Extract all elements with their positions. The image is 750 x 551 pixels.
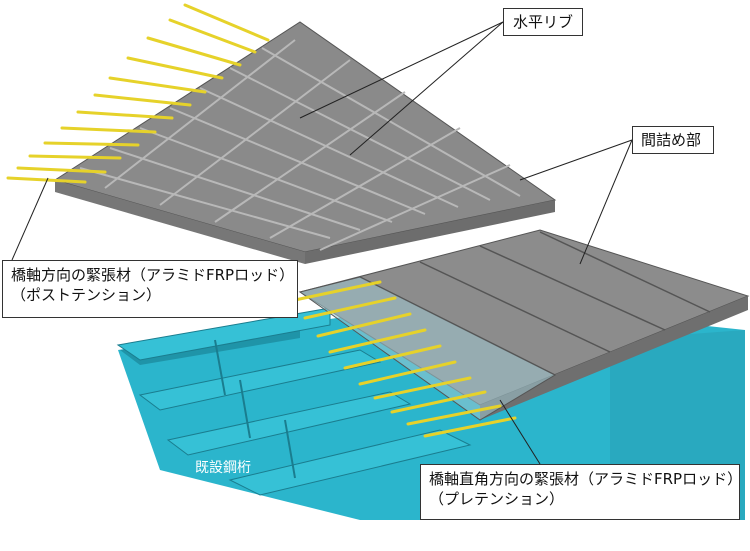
transverse-rod <box>373 376 472 400</box>
label-longitudinal-tendon: 橋軸方向の緊張材（アラミドFRPロッド） （ポストテンション） <box>2 260 298 318</box>
longitudinal-rod <box>43 141 140 147</box>
girder-stiffener <box>239 379 251 439</box>
longitudinal-rod <box>183 3 270 42</box>
label-transverse-tendon: 橋軸直角方向の緊張材（アラミドFRPロッド） （プレテンション） <box>420 464 743 520</box>
transverse-rod <box>358 360 457 386</box>
longitudinal-rod <box>146 36 242 67</box>
rib <box>229 67 491 201</box>
label-text-line2: （ポストテンション） <box>11 286 162 304</box>
longitudinal-rod <box>16 166 107 174</box>
rib-grid <box>79 39 521 251</box>
deck-panel-front-edge <box>480 296 748 420</box>
longitudinal-rod <box>28 154 122 160</box>
leader-transverse <box>499 399 541 465</box>
girder-3 <box>166 391 412 456</box>
rib <box>269 127 461 239</box>
longitudinal-rod <box>108 76 207 94</box>
girder-4 <box>228 429 472 496</box>
rib <box>159 59 351 206</box>
longitudinal-rod <box>6 176 87 184</box>
panel-joint <box>419 261 611 353</box>
label-text: 間詰め部 <box>641 131 702 149</box>
upper-panel-side <box>55 180 305 264</box>
rib <box>109 147 361 231</box>
rib <box>169 107 426 215</box>
label-horizontal-rib: 水平リブ <box>503 8 583 36</box>
transverse-rod <box>316 312 412 338</box>
girder-stiffener <box>284 419 296 479</box>
label-text-line1: 橋軸方向の緊張材（アラミドFRPロッド） <box>11 266 295 284</box>
leader-longitudinal <box>11 177 49 261</box>
leader-joint-lower <box>579 139 633 265</box>
girder-stiffener <box>214 339 226 396</box>
rib <box>104 39 296 189</box>
rib <box>214 91 406 223</box>
leader-rib-2 <box>349 21 504 156</box>
leader-rib-1 <box>299 21 504 119</box>
upper-deck-panel <box>53 21 557 264</box>
transverse-rod <box>328 328 427 354</box>
label-joint-filling: 間詰め部 <box>632 126 714 154</box>
rib <box>199 87 459 208</box>
transverse-rod <box>343 344 442 370</box>
leader-lines <box>11 21 633 465</box>
panel-joint <box>539 231 711 313</box>
upper-panel-edge <box>305 200 555 264</box>
transverse-tendons <box>293 280 517 438</box>
label-text-line1: 橋軸直角方向の緊張材（アラミドFRPロッド） <box>429 470 743 488</box>
longitudinal-rod <box>76 110 174 120</box>
leader-joint <box>519 139 633 181</box>
label-text: 水平リブ <box>513 13 574 31</box>
girder-1 <box>116 307 331 361</box>
girder-2 <box>138 349 382 411</box>
longitudinal-rod <box>126 56 224 80</box>
transverse-rod <box>423 416 517 438</box>
label-existing-girder: 既設鋼桁 <box>195 460 251 476</box>
rib <box>261 47 521 197</box>
longitudinal-rod <box>168 18 257 54</box>
rib <box>319 164 511 251</box>
longitudinal-tendons <box>6 3 270 184</box>
panel-joint <box>479 245 666 331</box>
rib <box>139 127 393 223</box>
transverse-rod <box>390 390 487 414</box>
label-text-line2: （プレテンション） <box>429 490 565 508</box>
longitudinal-rod <box>93 93 192 107</box>
longitudinal-rod <box>60 126 157 134</box>
transverse-rod <box>293 280 382 302</box>
transverse-rod <box>406 404 502 426</box>
transverse-rod <box>303 296 397 320</box>
